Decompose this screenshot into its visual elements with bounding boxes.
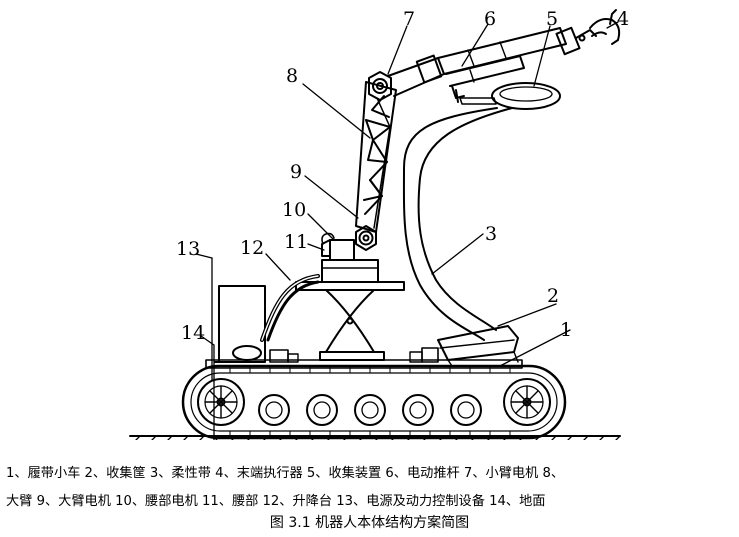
- legend-line-1: 1、履带小车 2、收集筐 3、柔性带 4、末端执行器 5、收集装置 6、电动推杆…: [6, 466, 565, 481]
- tracked-cart: [181, 359, 567, 440]
- callout-1: 1: [560, 319, 572, 341]
- power-control-box: [214, 285, 266, 363]
- callout-10: 10: [282, 199, 306, 221]
- callout-4: 4: [617, 8, 629, 30]
- callout-11: 11: [284, 231, 308, 253]
- big-arm: [355, 81, 397, 233]
- lift-platform: [295, 281, 405, 361]
- road-wheels: [258, 394, 482, 426]
- legend-line-2: 大臂 9、大臂电机 10、腰部电机 11、腰部 12、升降台 13、电源及动力控…: [6, 494, 546, 509]
- left-sprocket-wheel: [197, 378, 245, 426]
- small-arm-motor: [368, 71, 392, 101]
- small-arm: [387, 27, 567, 97]
- right-sprocket-wheel: [503, 378, 551, 426]
- callout-2: 2: [547, 285, 559, 307]
- callout-9: 9: [290, 161, 302, 183]
- callout-3: 3: [485, 223, 497, 245]
- callout-5: 5: [546, 8, 558, 30]
- collecting-device: [455, 82, 561, 110]
- callout-6: 6: [484, 8, 496, 30]
- leader-lines: [195, 21, 619, 440]
- waist-motor: [321, 232, 335, 257]
- callout-14: 14: [181, 322, 205, 344]
- collecting-basket: [437, 325, 519, 367]
- electric-push-rod: [445, 55, 525, 99]
- figure-caption: 图 3.1 机器人本体结构方案简图: [269, 515, 470, 531]
- callout-7: 7: [403, 8, 415, 30]
- callout-13: 13: [176, 238, 200, 260]
- callout-8: 8: [286, 65, 298, 87]
- callout-12: 12: [240, 237, 264, 259]
- robot-schematic-diagram: 1 2 3 4 5 6 7 8 9 10 11 12 13 14: [129, 8, 629, 440]
- end-effector: [555, 9, 621, 56]
- flexible-belt: [402, 107, 513, 341]
